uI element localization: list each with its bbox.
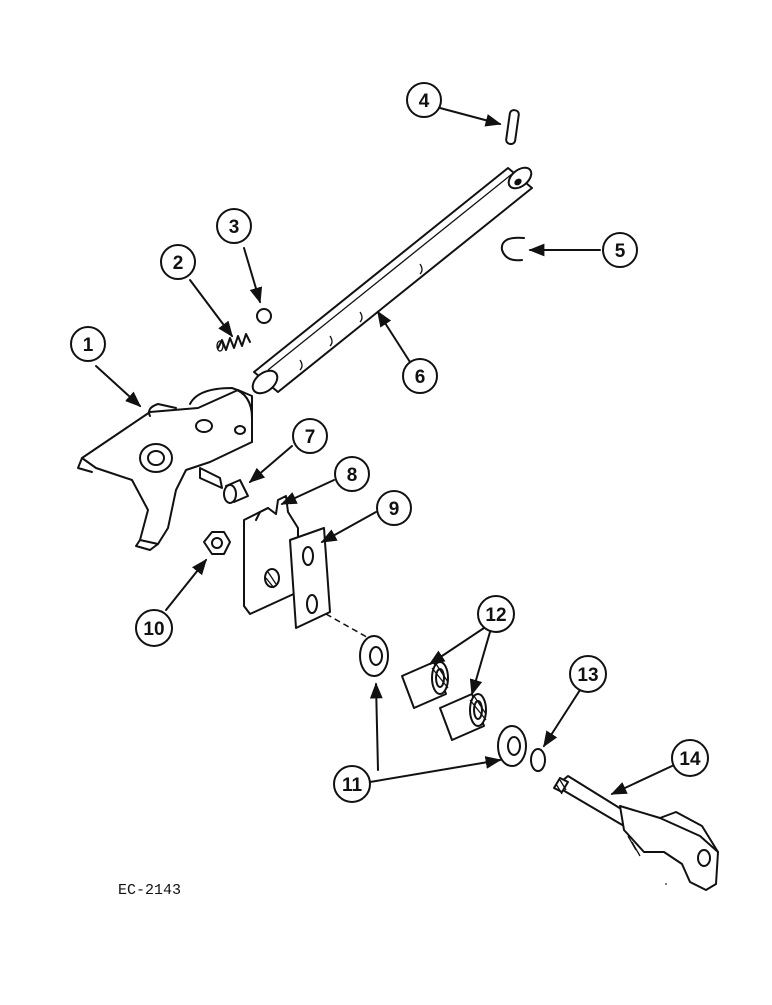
- leader-11a: [369, 682, 383, 771]
- leader-2: [189, 279, 233, 338]
- callout-10: 10: [135, 609, 173, 647]
- shift-lever-shaft-part: [553, 775, 719, 891]
- thrust-washer-part-upper: [359, 635, 389, 677]
- callout-14: 14: [671, 739, 709, 777]
- scan-speck: [665, 883, 667, 885]
- callout-9-label: 9: [389, 499, 400, 520]
- leader-7: [248, 445, 293, 484]
- callout-10-label: 10: [143, 619, 164, 640]
- callout-11: 11: [333, 765, 371, 803]
- leader-13: [543, 689, 581, 748]
- leader-12b: [469, 631, 491, 696]
- leader-lines: [95, 107, 673, 795]
- callout-5-label: 5: [615, 241, 626, 262]
- detent-spring-part: [216, 333, 251, 352]
- leader-6: [377, 310, 411, 363]
- shift-fork-part: [77, 387, 253, 551]
- figure-reference-code: EC-2143: [118, 882, 181, 899]
- callout-14-label: 14: [679, 749, 701, 770]
- thrust-washer-part-lower: [497, 725, 527, 767]
- callout-3: 3: [216, 208, 252, 244]
- needle-bearing-part-1: [401, 661, 449, 709]
- callout-4-label: 4: [419, 91, 430, 112]
- shift-rail-part: [251, 166, 533, 395]
- o-ring-part: [530, 748, 546, 772]
- roll-pin-part: [505, 109, 520, 146]
- callout-2: 2: [160, 244, 196, 280]
- callout-8-label: 8: [347, 465, 358, 486]
- callout-9: 9: [376, 490, 412, 526]
- lever-plate-part: [243, 495, 299, 615]
- callout-7: 7: [292, 418, 328, 454]
- callout-13-label: 13: [577, 665, 598, 686]
- leader-12a: [428, 627, 485, 665]
- callout-6: 6: [402, 358, 438, 394]
- leader-11b: [369, 756, 502, 783]
- callout-2-label: 2: [173, 253, 184, 274]
- callout-5: 5: [602, 232, 638, 268]
- leader-4: [439, 107, 502, 127]
- callout-12-label: 12: [485, 605, 506, 626]
- bushing-part: [223, 479, 249, 504]
- assembly-axis-line: [325, 613, 373, 641]
- leader-14: [610, 765, 673, 795]
- leader-1: [95, 365, 142, 408]
- callout-12: 12: [477, 595, 515, 633]
- callout-8: 8: [334, 456, 370, 492]
- gasket-plate-part: [289, 527, 331, 629]
- nut-part: [203, 531, 231, 555]
- callout-4: 4: [406, 82, 442, 118]
- leader-9: [320, 511, 377, 543]
- leader-3: [243, 247, 263, 304]
- needle-bearing-part-2: [439, 693, 487, 741]
- snap-ring-part: [500, 236, 525, 262]
- callout-13: 13: [569, 655, 607, 693]
- callout-3-label: 3: [229, 217, 240, 238]
- leader-8: [280, 479, 335, 505]
- callout-6-label: 6: [415, 367, 426, 388]
- callout-1: 1: [70, 326, 106, 362]
- callout-7-label: 7: [305, 427, 316, 448]
- leader-10: [165, 558, 207, 611]
- callout-1-label: 1: [83, 335, 94, 356]
- detent-ball-part: [256, 308, 272, 324]
- callout-11-label: 11: [342, 775, 363, 796]
